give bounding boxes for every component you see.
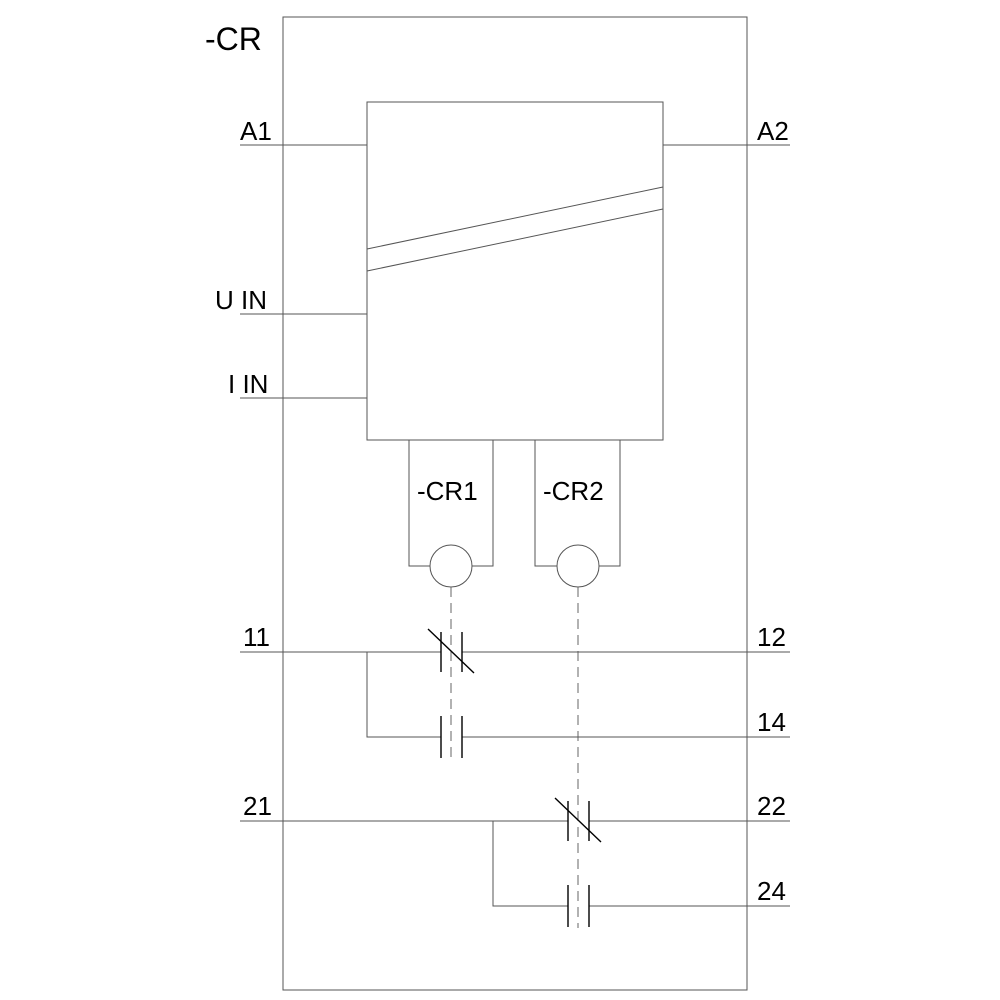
device-tag: -CR: [205, 21, 262, 57]
terminal-21-label: 21: [243, 791, 272, 821]
relay-module-box: [366, 101, 664, 441]
terminal-u-in-label: U IN: [215, 285, 267, 315]
nc-contact-11-12-slash: [427, 628, 475, 674]
sub-relay-cr1-coil-icon: [429, 544, 473, 588]
terminal-14-label: 14: [757, 707, 786, 737]
terminal-24-label: 24: [757, 876, 786, 906]
terminal-a2-label: A2: [757, 116, 789, 146]
module-diagonal-lower: [366, 208, 664, 272]
sub-relay-cr1-outline: [408, 439, 494, 567]
terminal-a1-label: A1: [240, 116, 272, 146]
module-diagonal-upper: [366, 186, 664, 250]
terminal-11-label: 11: [243, 622, 270, 652]
device-enclosure: [282, 16, 748, 991]
sub-relay-cr1-label: -CR1: [417, 476, 478, 506]
sub-relay-cr2-label: -CR2: [543, 476, 604, 506]
nc-contact-21-22-slash: [554, 797, 602, 843]
wire-21-branch: [492, 821, 568, 907]
sub-relay-cr2-outline: [534, 439, 621, 567]
sub-relay-cr2-coil-icon: [556, 544, 600, 588]
terminal-i-in-label: I IN: [228, 369, 268, 399]
wire-11-branch: [366, 652, 441, 738]
terminal-22-label: 22: [757, 791, 786, 821]
terminal-12-label: 12: [757, 622, 786, 652]
